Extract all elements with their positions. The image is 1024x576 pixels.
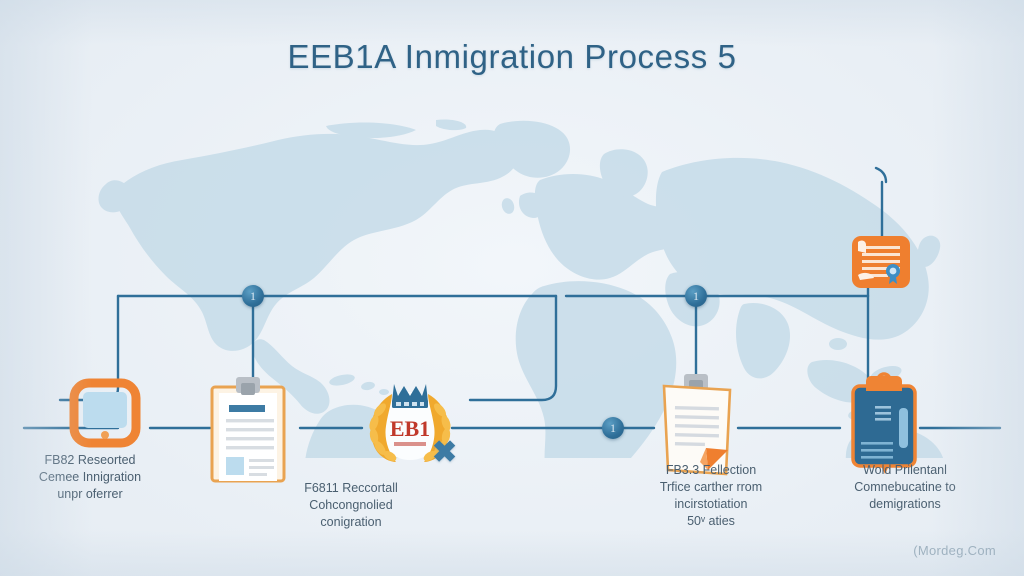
- step-2-icon-container[interactable]: [202, 375, 294, 490]
- caption-line-1: FB3.3 Fellection: [665, 463, 757, 477]
- caption-line-2: Cohcongnolied: [309, 498, 393, 512]
- caption-line-1: FB82 Reseorted: [44, 453, 136, 467]
- caption-line-3: incirstotiation: [674, 497, 748, 511]
- caption-line-4: 50ᵛ aties: [687, 514, 735, 528]
- floating-icon-container[interactable]: [848, 233, 916, 298]
- step-4-caption: FB3.3 Fellection Trfice carther rrom inc…: [616, 462, 806, 530]
- x-mark-glyph: ✖: [432, 436, 458, 469]
- timeline-node-lower-center[interactable]: 1: [602, 417, 624, 439]
- watermark: (Mordeg.Com: [913, 543, 996, 558]
- caption-line-3: unpr oferrer: [57, 487, 123, 501]
- node-glyph: 1: [610, 421, 616, 435]
- caption-line-2: Comnebucatine to: [854, 480, 956, 494]
- emblem-label: EB1: [390, 416, 430, 441]
- caption-line-3: conigration: [320, 515, 382, 529]
- step-1-caption: FB82 Reseorted Cemee Innigration unpr of…: [0, 452, 185, 503]
- step-2-caption: F6811 Reccortall Cohcongnolied conigrati…: [256, 480, 446, 531]
- caption-line-1: F6811 Reccortall: [304, 481, 398, 495]
- caption-line-3: demigrations: [869, 497, 941, 511]
- timeline-node-upper-right[interactable]: 1: [685, 285, 707, 307]
- clipboard-document-icon: [210, 377, 286, 483]
- node-glyph: 1: [693, 289, 699, 303]
- step-5-caption: Wold Prilentanl Comnebucatine to demigra…: [810, 462, 1000, 513]
- tablet-device-icon: [69, 378, 141, 448]
- node-glyph: 1: [250, 289, 256, 303]
- caption-line-1: Wold Prilentanl: [863, 463, 947, 477]
- caption-line-2: Trfice carther rrom: [659, 480, 763, 494]
- orange-certificate-seal-icon: [852, 236, 910, 288]
- caption-line-2: Cemee Innigration: [38, 470, 142, 484]
- step-1-icon-container[interactable]: [68, 378, 144, 455]
- timeline-node-upper-left[interactable]: 1: [242, 285, 264, 307]
- x-mark-icon: ✖: [432, 438, 457, 468]
- blue-clipboard-book-icon: [851, 372, 917, 474]
